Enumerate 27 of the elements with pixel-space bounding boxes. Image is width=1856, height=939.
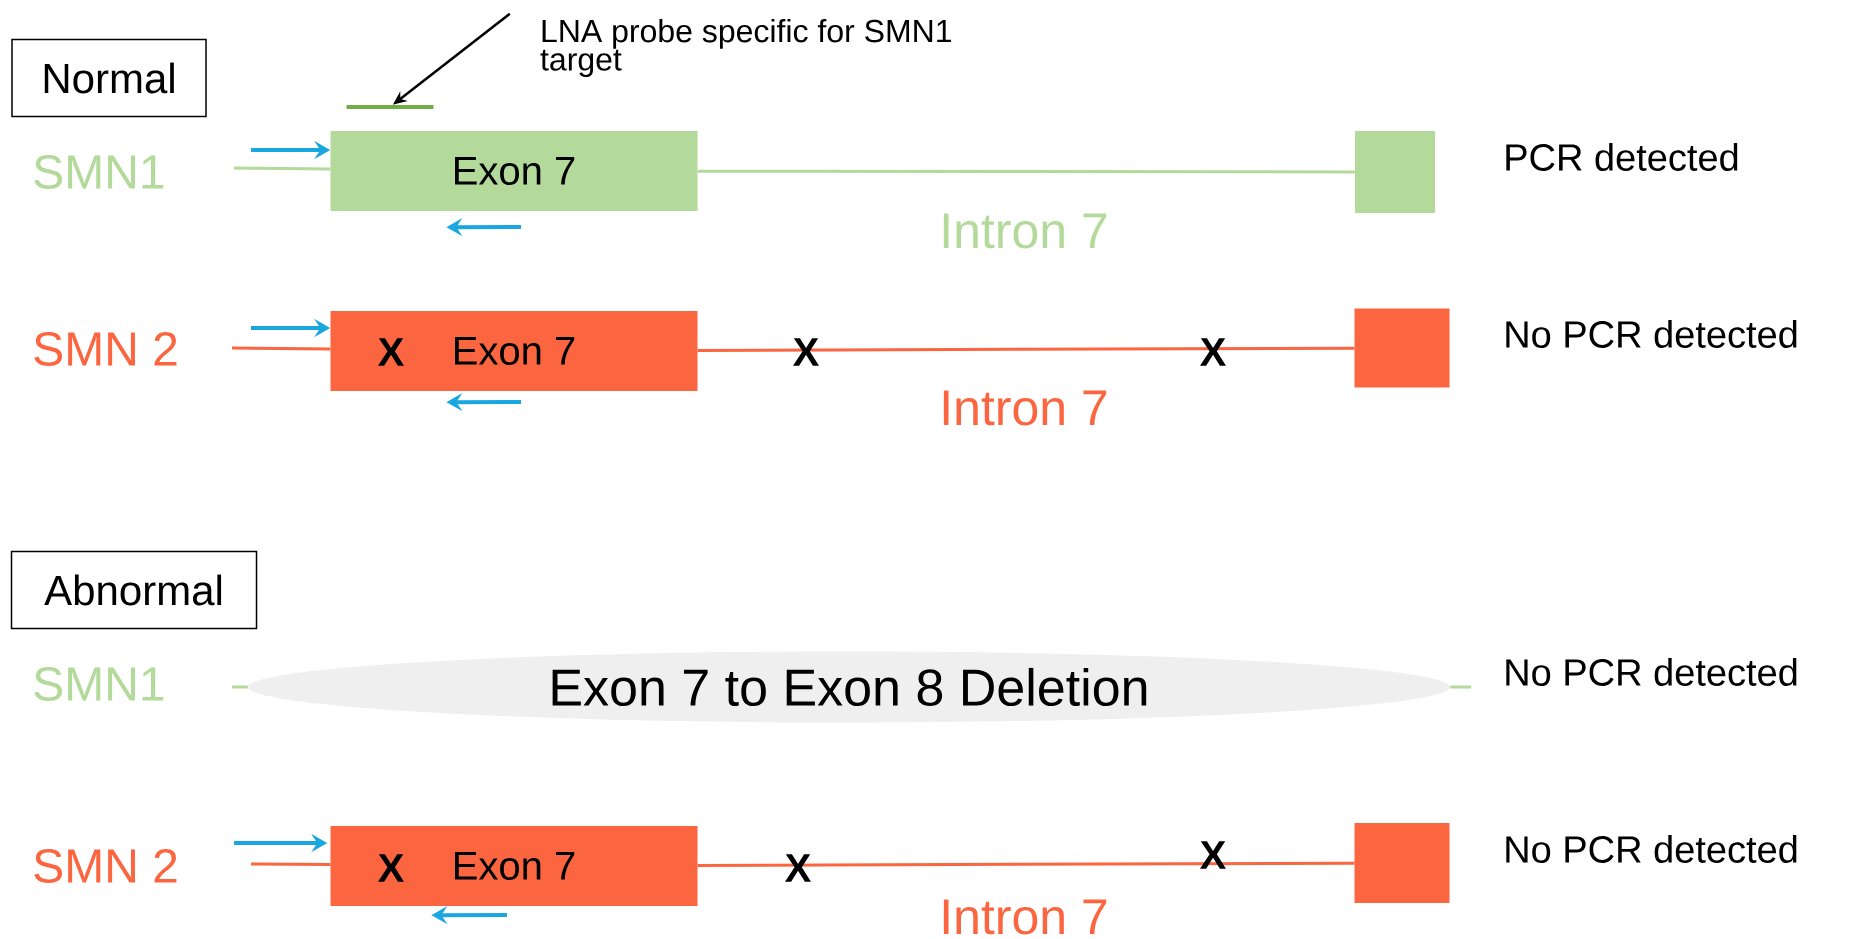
exon-box: Exon 7 (330, 131, 698, 211)
exon-box (1354, 308, 1450, 388)
status-text: No PCR detected (1506, 658, 1797, 686)
intron-line (232, 346, 331, 351)
status-text: No PCR detected (1506, 320, 1797, 348)
intron-line (1450, 685, 1471, 689)
intron-line (232, 685, 248, 689)
edge-label: Intron 7 (943, 390, 1107, 426)
gene-label: SMN1 (34, 667, 164, 701)
edge-label: Intron 7 (943, 213, 1107, 249)
intron-line (697, 346, 1355, 352)
title-box: Abnormal (10, 550, 258, 630)
status-text: PCR detected (1506, 143, 1738, 171)
edge-label: Intron 7 (943, 899, 1107, 935)
x-mark: X (378, 338, 404, 366)
exon-box (1354, 823, 1450, 903)
intron-line (697, 169, 1355, 174)
gene-label: SMN 2 (34, 849, 177, 883)
probe-note: LNA probe specific for SMN1 target (540, 18, 951, 78)
intron-line (234, 166, 331, 171)
status-text: No PCR detected (1506, 835, 1797, 863)
title-box: Normal (11, 38, 207, 118)
x-mark: X (378, 854, 404, 882)
intron-line (251, 862, 331, 867)
exon-box (1355, 131, 1435, 213)
gene-label: SMN 2 (34, 332, 177, 366)
intron-line (697, 861, 1355, 867)
